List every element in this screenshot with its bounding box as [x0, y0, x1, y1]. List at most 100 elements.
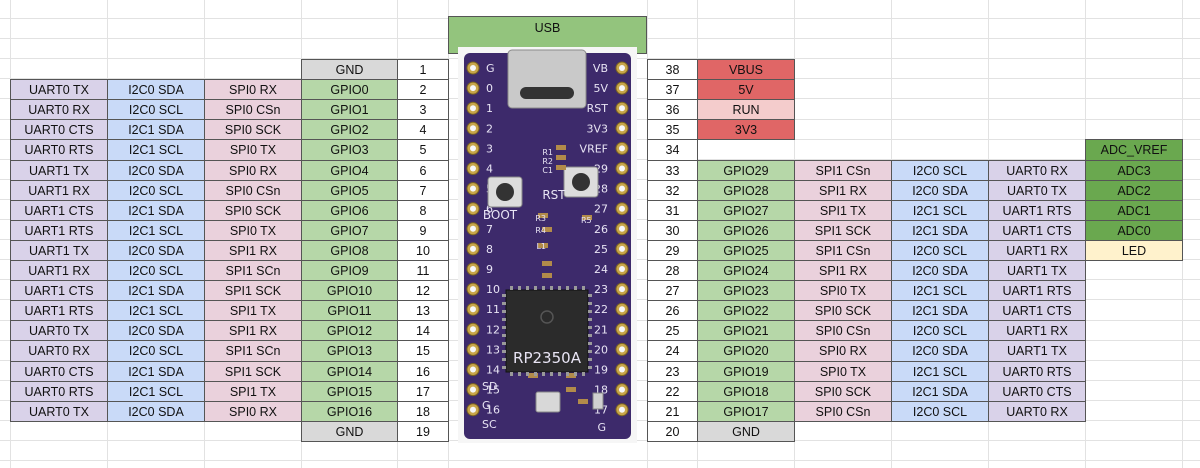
- uart-cell: UART1 RTS: [988, 280, 1086, 301]
- smd-component: [528, 373, 538, 378]
- gpio-cell: GPIO12: [301, 320, 398, 341]
- boot-label: BOOT: [483, 208, 518, 222]
- gpio-cell: GPIO18: [697, 381, 795, 402]
- chip-pin: [588, 326, 592, 329]
- gpio-cell: GPIO27: [697, 200, 795, 221]
- chip-pin: [526, 286, 529, 290]
- silk-label-left: 15: [486, 384, 500, 397]
- spi-cell: SPI1 SCK: [794, 220, 892, 241]
- spi-cell: SPI1 CSn: [794, 240, 892, 261]
- gpio-cell: GPIO23: [697, 280, 795, 301]
- part-label: R2: [542, 157, 553, 166]
- spi-cell: SPI1 TX: [204, 300, 302, 321]
- pin-hole-left: [470, 386, 476, 393]
- silk-label-left: 16: [486, 404, 500, 417]
- pin-number-cell: 8: [397, 200, 449, 221]
- uart-cell: UART0 CTS: [10, 119, 108, 140]
- rp2350-board: GVB05V1RST23V33VREF429528627726825924102…: [464, 49, 631, 439]
- silk-label-bottom: SC: [482, 418, 497, 431]
- i2c-cell: I2C1 SCL: [107, 220, 205, 241]
- part-label: L1: [536, 242, 546, 251]
- i2c-cell: I2C1 SCL: [107, 381, 205, 402]
- smd-component: [566, 387, 576, 392]
- pin-hole-right: [619, 85, 625, 92]
- silk-label-right: 5V: [593, 82, 608, 95]
- i2c-cell: I2C0 SCL: [107, 99, 205, 120]
- silk-label-right: 24: [594, 263, 608, 276]
- gpio-cell: GPIO26: [697, 220, 795, 241]
- silk-label-right: 21: [594, 323, 608, 336]
- rp2350a-chip: [505, 289, 589, 373]
- gpio-cell: GPIO8: [301, 240, 398, 261]
- chip-pin: [502, 334, 506, 337]
- uart-cell: UART0 RTS: [10, 139, 108, 161]
- i2c-cell: I2C0 SDA: [107, 79, 205, 100]
- usb-c-port-opening: [520, 87, 574, 99]
- pin-hole-left: [470, 306, 476, 313]
- gpio-cell: GPIO22: [697, 300, 795, 321]
- silk-label-right: VREF: [580, 142, 608, 155]
- pin-hole-right: [619, 65, 625, 71]
- silk-label-right: VB: [593, 62, 608, 75]
- silk-label-right: 19: [594, 364, 608, 377]
- pin-hole-right: [619, 266, 625, 272]
- uart-cell: UART0 TX: [10, 320, 108, 341]
- silk-label-left: 2: [486, 122, 493, 135]
- silk-label-left: G: [486, 62, 495, 75]
- uart-cell: UART1 TX: [988, 260, 1086, 281]
- i2c-cell: I2C1 SCL: [107, 300, 205, 321]
- uart-cell: UART1 RX: [988, 240, 1086, 261]
- i2c-cell: I2C0 SCL: [891, 401, 989, 422]
- pin-hole-right: [619, 386, 625, 393]
- pin-number-cell: 23: [647, 361, 698, 382]
- pin-hole-left: [470, 225, 476, 232]
- pin-hole-left: [470, 366, 476, 373]
- pin-number-cell: 25: [647, 320, 698, 341]
- spi-cell: SPI0 RX: [794, 340, 892, 362]
- silk-label-bottom: SD: [482, 380, 497, 393]
- part-label: R5: [581, 216, 592, 225]
- uart-cell: UART1 TX: [10, 160, 108, 181]
- i2c-cell: I2C0 SDA: [891, 260, 989, 281]
- spi-cell: SPI1 RX: [204, 240, 302, 261]
- gpio-cell: GPIO0: [301, 79, 398, 100]
- pin-number-cell: 21: [647, 401, 698, 422]
- spi-cell: SPI0 RX: [204, 79, 302, 100]
- uart-cell: UART1 TX: [988, 340, 1086, 362]
- i2c-cell: I2C0 SCL: [891, 160, 989, 181]
- gpio-cell: GPIO19: [697, 361, 795, 382]
- chip-pin: [534, 372, 537, 376]
- gpio-cell: GPIO25: [697, 240, 795, 261]
- spi-cell: SPI0 CSn: [794, 320, 892, 341]
- spi-cell: SPI1 SCn: [204, 340, 302, 362]
- reset-button-cap: [572, 173, 590, 191]
- pin-number-cell: 3: [397, 99, 449, 120]
- spi-cell: SPI0 CSn: [204, 99, 302, 120]
- gpio-cell: GPIO28: [697, 180, 795, 201]
- adc-cell: ADC1: [1085, 200, 1183, 221]
- gpio-cell: GPIO29: [697, 160, 795, 181]
- gnd-cell: GND: [697, 421, 795, 442]
- power-cell: VBUS: [697, 59, 795, 80]
- pin-hole-right: [619, 286, 625, 293]
- i2c-cell: I2C0 SDA: [107, 240, 205, 261]
- uart-cell: UART1 RTS: [10, 300, 108, 321]
- gpio-cell: GPIO15: [301, 381, 398, 402]
- pin-number-cell: 35: [647, 119, 698, 140]
- uart-cell: UART0 RX: [988, 160, 1086, 181]
- chip-pin: [588, 366, 592, 369]
- gpio-cell: GPIO2: [301, 119, 398, 140]
- pin-number-cell: 5: [397, 139, 449, 161]
- uart-cell: UART1 CTS: [988, 220, 1086, 241]
- pin-number-cell: 37: [647, 79, 698, 100]
- i2c-cell: I2C1 SDA: [107, 200, 205, 221]
- chip-pin: [526, 372, 529, 376]
- pin-number-cell: 36: [647, 99, 698, 120]
- silk-label-right: 26: [594, 223, 608, 236]
- silk-label-right: 23: [594, 283, 608, 296]
- pin-hole-right: [619, 346, 625, 353]
- pin-number-cell: 7: [397, 180, 449, 201]
- spi-cell: SPI1 SCn: [204, 260, 302, 281]
- silk-label-left: 11: [486, 303, 500, 316]
- uart-cell: UART0 RTS: [988, 361, 1086, 382]
